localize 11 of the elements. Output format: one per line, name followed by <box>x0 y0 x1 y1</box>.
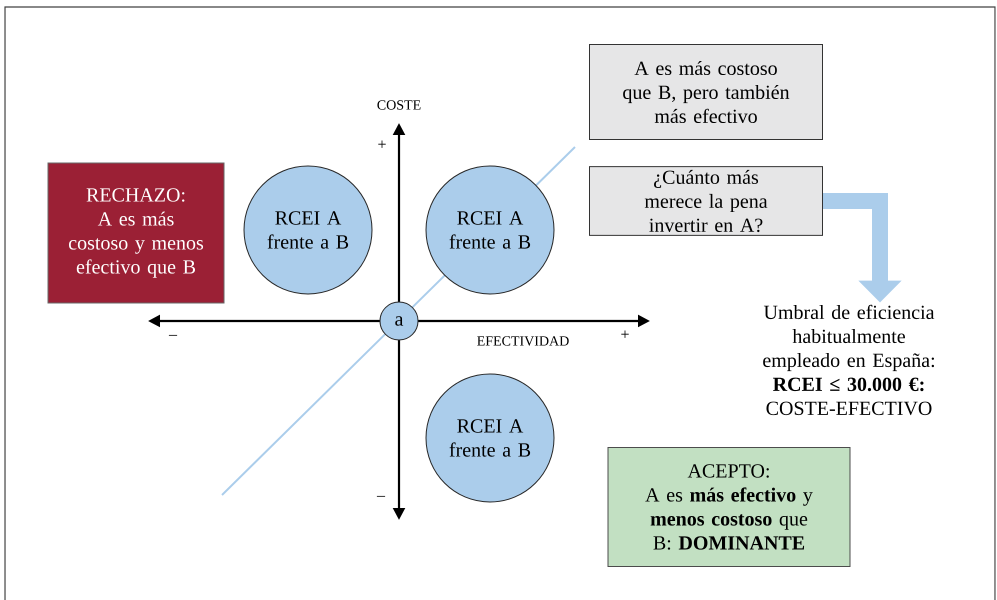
plus-sign: + <box>621 330 629 338</box>
plus-sign: + <box>378 140 386 148</box>
axis-label: EFECTIVIDAD <box>477 336 569 346</box>
accept-box: ACEPTO: A es más efectivo y menos costoso que B: DOMINANTE <box>608 446 850 567</box>
text-box: A es más costoso que B, pero también más efectivo <box>589 44 823 140</box>
axis-label: COSTE <box>377 100 420 110</box>
text-box: ¿Cuánto más merece la pena invertir en A? <box>589 166 823 236</box>
threshold-text: Umbral de eficiencia habitualmente empleado en España: RCEI ≤ 30.000 €: COSTE-EFECTIVO <box>763 304 934 416</box>
minus-sign: – <box>168 334 178 336</box>
minus-sign: – <box>376 496 386 497</box>
reject-box: RECHAZO: A es más costoso y menos efectivo que B <box>48 162 224 304</box>
